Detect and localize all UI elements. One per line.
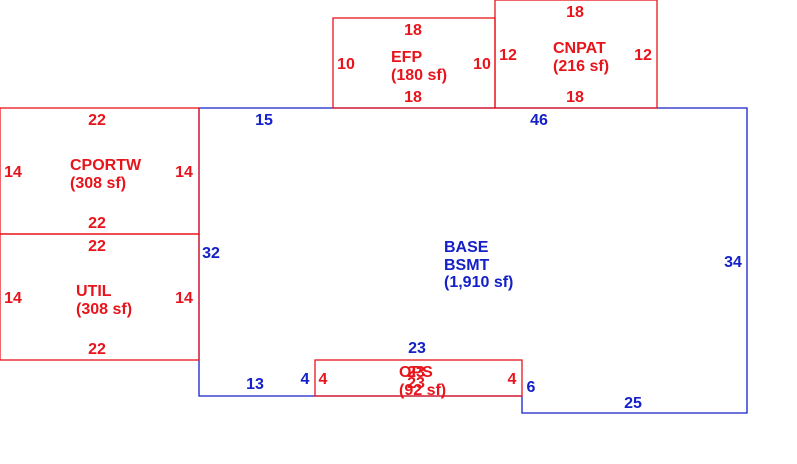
cnpat-dim-top: 18 [566,4,584,21]
ops-dim-bottom: 23 [407,364,425,381]
ops-dim-right: 4 [508,371,517,388]
base-area: (1,910 sf) [444,274,513,291]
cnpat-name: CNPAT [553,40,606,57]
base-name-line1: BASE [444,239,489,256]
cnpat-area: (216 sf) [553,58,609,75]
efp-dim-left: 10 [337,56,355,73]
cnpat-outline [494,0,658,109]
efp-name: EFP [391,49,422,66]
util-dim-bottom: 22 [88,341,106,358]
efp-dim-right: 10 [473,56,491,73]
util-dim-left: 14 [4,290,22,307]
ops-dim-left: 4 [319,371,328,388]
base-name-line2: BSMT [444,257,490,274]
efp-dim-bottom: 18 [404,89,422,106]
base-dim-bottom-left: 13 [246,376,264,393]
base-dim-step-left: 4 [301,371,310,388]
util-dim-top: 22 [88,238,106,255]
cnpat-dim-right: 12 [634,47,652,64]
cnpat-dim-bottom: 18 [566,89,584,106]
efp-area: (180 sf) [391,67,447,84]
cnpat-dim-left: 12 [499,47,517,64]
cportw-dim-right: 14 [175,164,193,181]
cportw-area: (308 sf) [70,175,126,192]
base-dim-top-right: 46 [530,112,548,129]
ops-outline [314,359,523,397]
cportw-dim-bottom: 22 [88,215,106,232]
base-dim-top-left: 15 [255,112,273,129]
util-area: (308 sf) [76,301,132,318]
cportw-dim-top: 22 [88,112,106,129]
efp-dim-top: 18 [404,22,422,39]
base-dim-notch-top: 23 [408,340,426,357]
ops-name: OPS [399,364,433,381]
ops-dim-top: 23 [407,375,425,392]
base-bsmt-outline [198,107,748,414]
ops-area: (92 sf) [399,382,446,399]
base-dim-right: 34 [724,254,742,271]
base-dim-step-right: 6 [527,379,536,396]
util-outline [0,233,200,361]
cportw-name: CPORTW [70,157,142,174]
util-dim-right: 14 [175,290,193,307]
cportw-dim-left: 14 [4,164,22,181]
base-dim-left: 32 [202,245,220,262]
util-name: UTIL [76,283,112,300]
base-dim-bottom-right: 25 [624,395,642,412]
